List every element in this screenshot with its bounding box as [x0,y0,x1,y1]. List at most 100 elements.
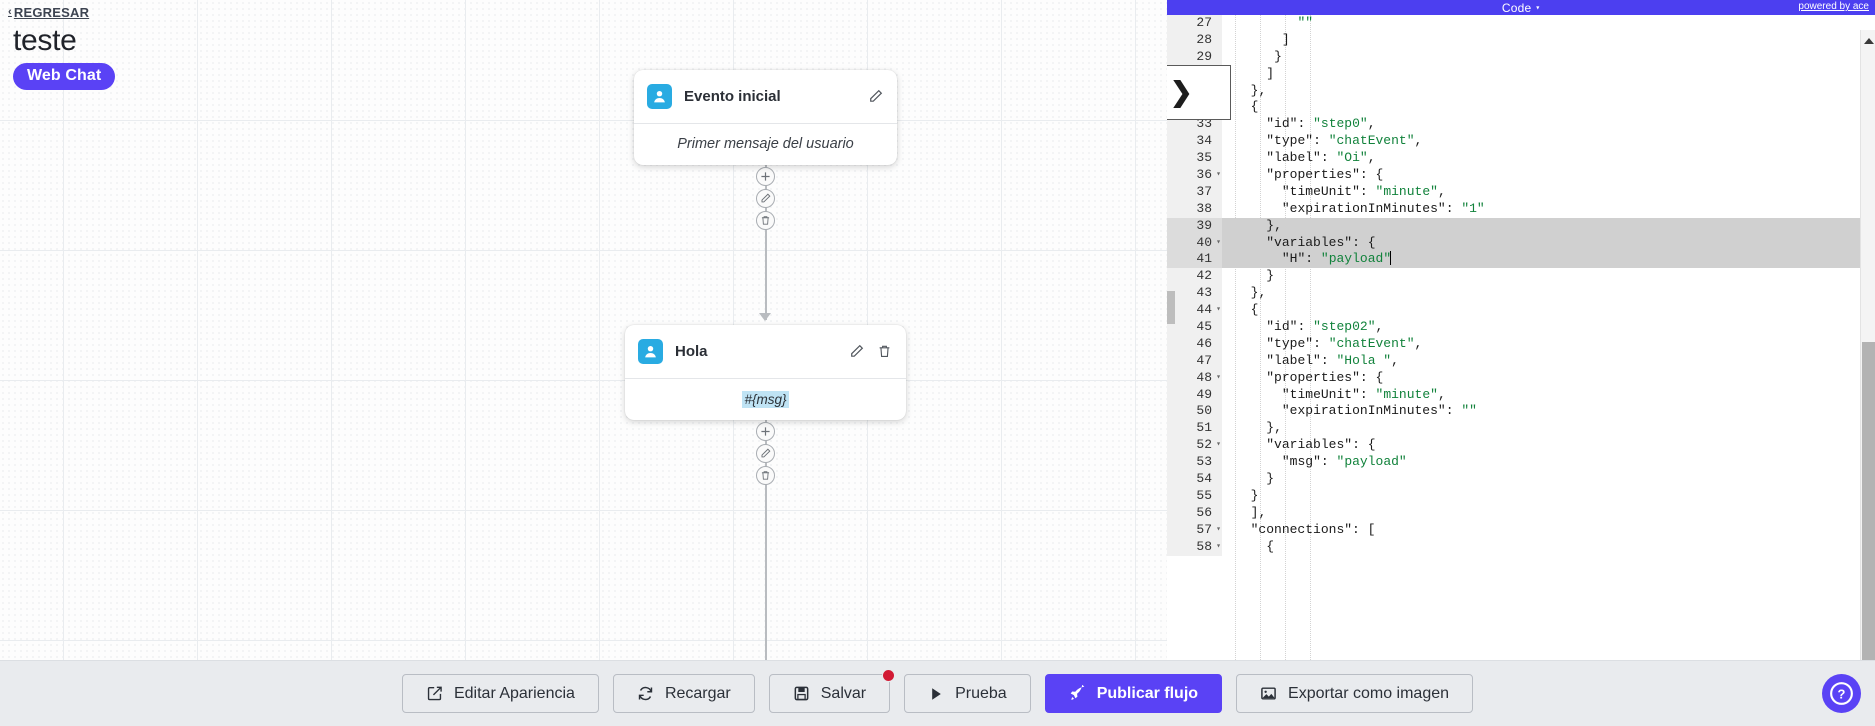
code-line[interactable]: 40▾ "variables": { [1167,234,1875,252]
code-line[interactable]: 41 "H": "payload" [1167,251,1875,269]
chevron-down-icon[interactable]: ▾ [1535,3,1541,13]
toolbar-button-salvar[interactable]: Salvar [768,669,896,713]
code-line[interactable]: 36▾ "properties": { [1167,167,1875,184]
delete-node-button[interactable] [756,211,775,230]
code-editor-title[interactable]: Code [1501,0,1532,15]
code-line[interactable]: 31 }, [1167,82,1875,100]
powered-by-ace-link[interactable]: powered by ace [1798,1,1869,12]
toolbar-button-exportar-como-imagen[interactable]: Exportar como imagen [1236,674,1474,713]
edit-node-button[interactable] [756,189,775,208]
delete-node-button[interactable] [756,466,775,485]
code-line[interactable]: 45 "id": "step02", [1167,319,1875,336]
fold-toggle-icon[interactable]: ▾ [1216,305,1221,315]
code-line[interactable]: 29 } [1167,48,1875,66]
toolbar-button-label: Recargar [664,684,731,702]
fold-toggle-icon[interactable]: ▾ [1216,372,1221,382]
edit-icon[interactable] [849,344,864,359]
code-line[interactable]: 55 } [1167,487,1875,505]
code-line[interactable]: 58▾ { [1167,538,1875,556]
rocket-icon [1069,684,1086,702]
code-line-text: "msg": "payload" [1281,454,1407,470]
code-line[interactable]: 44▾ { [1167,302,1875,320]
code-line-text: "connections": [ [1250,521,1376,537]
line-number: 40▾ [1167,234,1222,252]
code-line-text: "H": "payload" [1222,251,1875,269]
node-actions [849,344,892,359]
line-number: 51 [1167,420,1222,438]
line-number: 46 [1167,335,1222,353]
code-line[interactable]: 47 "label": "Hola ", [1167,352,1875,370]
code-line[interactable]: 28 ] [1167,31,1875,49]
line-number: 53 [1167,454,1222,472]
fold-toggle-icon[interactable]: ▾ [1216,541,1221,551]
node-actions [868,89,883,104]
line-number: 37 [1167,183,1222,201]
flow-node-evento-inicial[interactable]: Evento inicial Primer mensaje del usuari… [634,70,897,165]
line-number: 57▾ [1167,521,1222,539]
code-line[interactable]: 42 } [1167,268,1875,286]
node-header: Evento inicial [634,70,897,124]
code-line[interactable]: 54 } [1167,471,1875,488]
editor-scrollbar[interactable] [1860,30,1875,660]
code-line[interactable]: 57▾ "connections": [ [1167,521,1875,539]
code-line[interactable]: 50 "expirationInMinutes": "" [1167,403,1875,421]
play-icon [928,686,944,702]
code-line[interactable]: 32▾ { [1167,99,1875,117]
add-node-button[interactable] [756,422,775,441]
code-fold-widget[interactable]: ❯ [1167,65,1231,120]
fold-toggle-icon[interactable]: ▾ [1216,440,1221,450]
trash-icon [761,216,770,225]
code-line[interactable]: 30 ] [1167,65,1875,83]
toolbar-button-publicar-flujo[interactable]: Publicar flujo [1044,674,1223,713]
toolbar-button-prueba[interactable]: Prueba [904,674,1031,713]
toolbar-button-label: Salvar [820,684,867,702]
line-number: 39 [1167,217,1222,235]
flow-canvas[interactable]: ‹ REGRESAR teste Web Chat [0,0,1167,660]
edit-square-icon [426,685,443,702]
back-link[interactable]: ‹ REGRESAR [8,5,89,20]
code-line[interactable]: 33 "id": "step0", [1167,116,1875,134]
code-line-text: }, [1266,420,1282,436]
code-line[interactable]: 37 "timeUnit": "minute", [1167,183,1875,201]
code-line[interactable]: 34 "type": "chatEvent", [1167,133,1875,151]
fold-toggle-icon[interactable]: ▾ [1216,237,1221,247]
toolbar-button-editar-apariencia[interactable]: Editar Apariencia [401,674,599,713]
scrollbar-thumb[interactable] [1862,342,1875,660]
edit-icon[interactable] [868,89,883,104]
code-line[interactable]: 49 "timeUnit": "minute", [1167,386,1875,404]
code-line[interactable]: 38 "expirationInMinutes": "1" [1167,200,1875,218]
help-button[interactable]: ? [1822,674,1861,713]
code-line[interactable]: 46 "type": "chatEvent", [1167,335,1875,353]
code-line-text: "expirationInMinutes": "1" [1281,200,1485,216]
delete-icon[interactable] [877,344,892,359]
code-editor-body[interactable]: 27 ""28 ]29 }30 ]31 },32▾ {33 "id": "ste… [1167,15,1875,660]
code-line[interactable]: 43 }, [1167,285,1875,303]
code-line-text: } [1266,471,1275,487]
code-line[interactable]: 27 "" [1167,15,1875,32]
add-node-button[interactable] [756,167,775,186]
code-line[interactable]: 52▾ "variables": { [1167,437,1875,455]
code-line-text: "" [1297,15,1314,30]
line-number: 27 [1167,15,1222,32]
unsaved-changes-badge [882,669,896,682]
line-number: 56 [1167,504,1222,522]
flow-node-hola[interactable]: Hola #{msg} [625,325,906,420]
edit-node-button[interactable] [756,444,775,463]
code-line[interactable]: 39 }, [1167,217,1875,235]
line-number: 43 [1167,285,1222,303]
code-line[interactable]: 53 "msg": "payload" [1167,454,1875,472]
code-line-text: "timeUnit": "minute", [1281,386,1446,402]
code-line[interactable]: 51 }, [1167,420,1875,438]
line-number: 35 [1167,150,1222,168]
back-link-label: REGRESAR [13,5,90,20]
fold-toggle-icon[interactable]: ▾ [1216,170,1221,180]
toolbar-button-recargar[interactable]: Recargar [612,674,755,713]
line-number: 28 [1167,31,1222,49]
fold-toggle-icon[interactable]: ▾ [1216,524,1221,534]
scroll-up-arrow-icon[interactable] [1864,38,1874,44]
code-line[interactable]: 48▾ "properties": { [1167,369,1875,387]
code-line[interactable]: 35 "label": "Oi", [1167,150,1875,168]
line-number: 52▾ [1167,437,1222,455]
code-line[interactable]: 56 ], [1167,504,1875,522]
